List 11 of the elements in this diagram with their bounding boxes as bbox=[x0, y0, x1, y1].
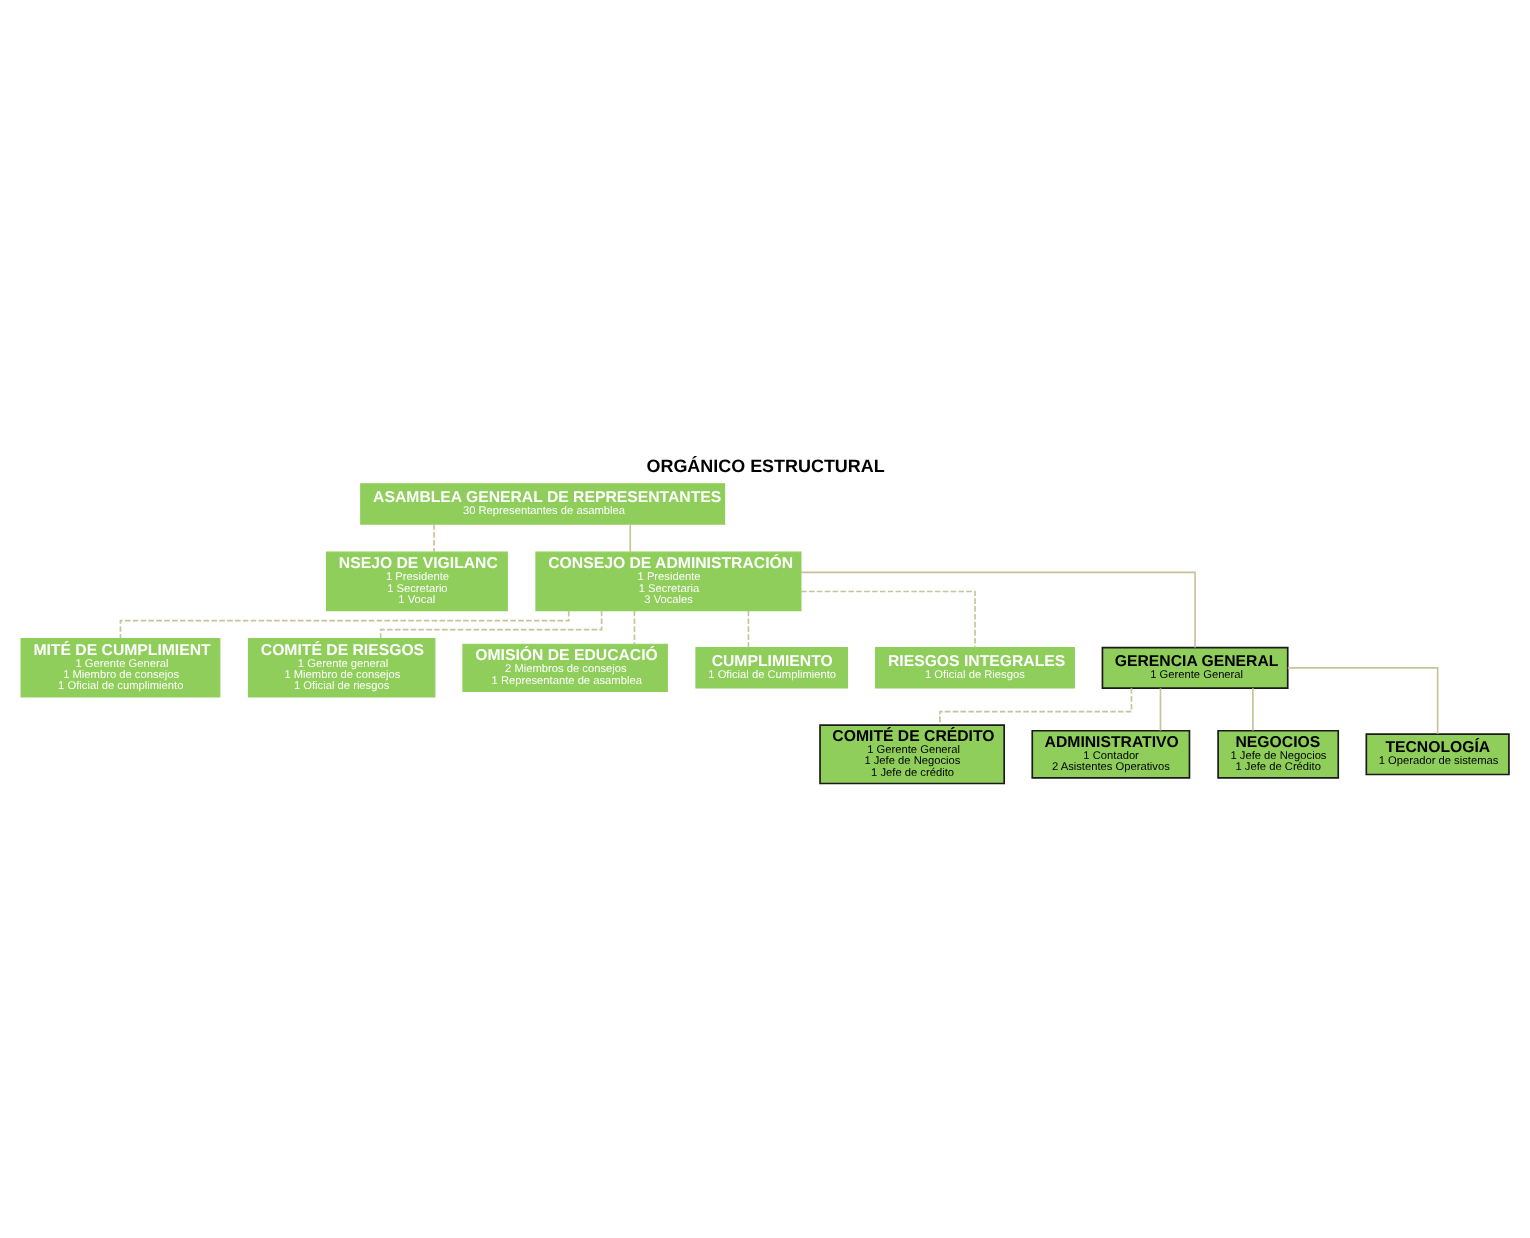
connector bbox=[433, 523, 435, 553]
connector bbox=[633, 609, 636, 645]
connector bbox=[800, 571, 1196, 649]
connector bbox=[1286, 667, 1439, 735]
connector bbox=[629, 523, 632, 553]
diagram-title: ORGÁNICO ESTRUCTURAL bbox=[646, 456, 885, 477]
connector bbox=[1159, 687, 1162, 732]
connector bbox=[1252, 687, 1254, 732]
connector bbox=[379, 609, 603, 640]
connector bbox=[800, 590, 976, 649]
connector bbox=[747, 609, 750, 649]
